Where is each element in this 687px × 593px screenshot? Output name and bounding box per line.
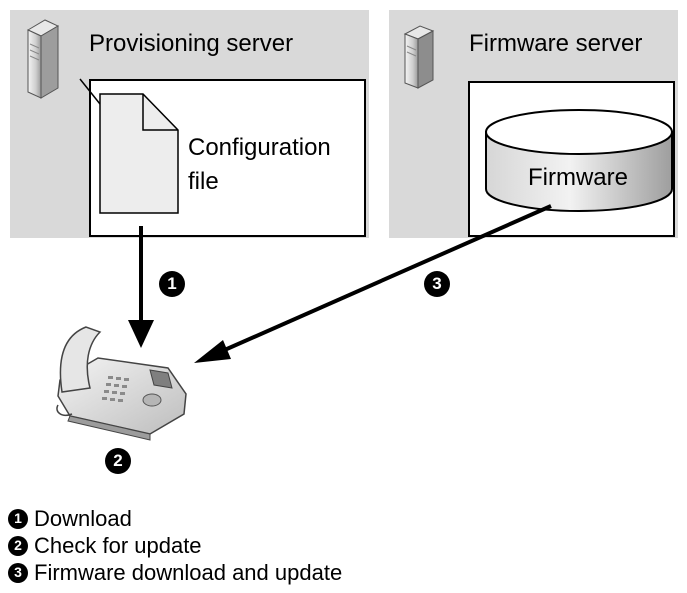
firmware-server-title: Firmware server	[469, 30, 643, 57]
legend-number-badge: 3	[8, 562, 28, 583]
legend-number-badge: 1	[8, 508, 28, 529]
legend-item-download: 1 Download	[8, 505, 342, 532]
ip-phone-icon	[56, 326, 187, 441]
arrow-download	[128, 226, 154, 348]
legend-item-check-update: 2 Check for update	[8, 532, 342, 559]
provisioning-server-title: Provisioning server	[89, 30, 294, 57]
arrow-firmware-download	[194, 204, 552, 363]
step-1-badge: 1	[159, 271, 185, 297]
step-3-badge: 3	[424, 271, 450, 297]
legend-item-text: Firmware download and update	[34, 560, 343, 585]
legend-number-badge: 2	[8, 535, 28, 556]
configuration-file-icon	[79, 78, 179, 214]
configuration-file-label-line1: Configuration	[188, 134, 331, 161]
firmware-database-label: Firmware	[528, 164, 628, 191]
provisioning-server-icon	[26, 19, 60, 99]
step-2-badge: 2	[105, 448, 131, 474]
configuration-file-label-line2: file	[188, 168, 219, 195]
legend-item-firmware-update: 3 Firmware download and update	[8, 559, 342, 586]
legend-item-text: Check for update	[34, 533, 202, 558]
legend: 1 Download 2 Check for update 3 Firmware…	[8, 505, 342, 586]
legend-item-text: Download	[34, 506, 132, 531]
firmware-database-icon	[485, 109, 673, 212]
configuration-file-label: Configuration file	[188, 131, 331, 199]
firmware-server-icon	[403, 25, 435, 89]
